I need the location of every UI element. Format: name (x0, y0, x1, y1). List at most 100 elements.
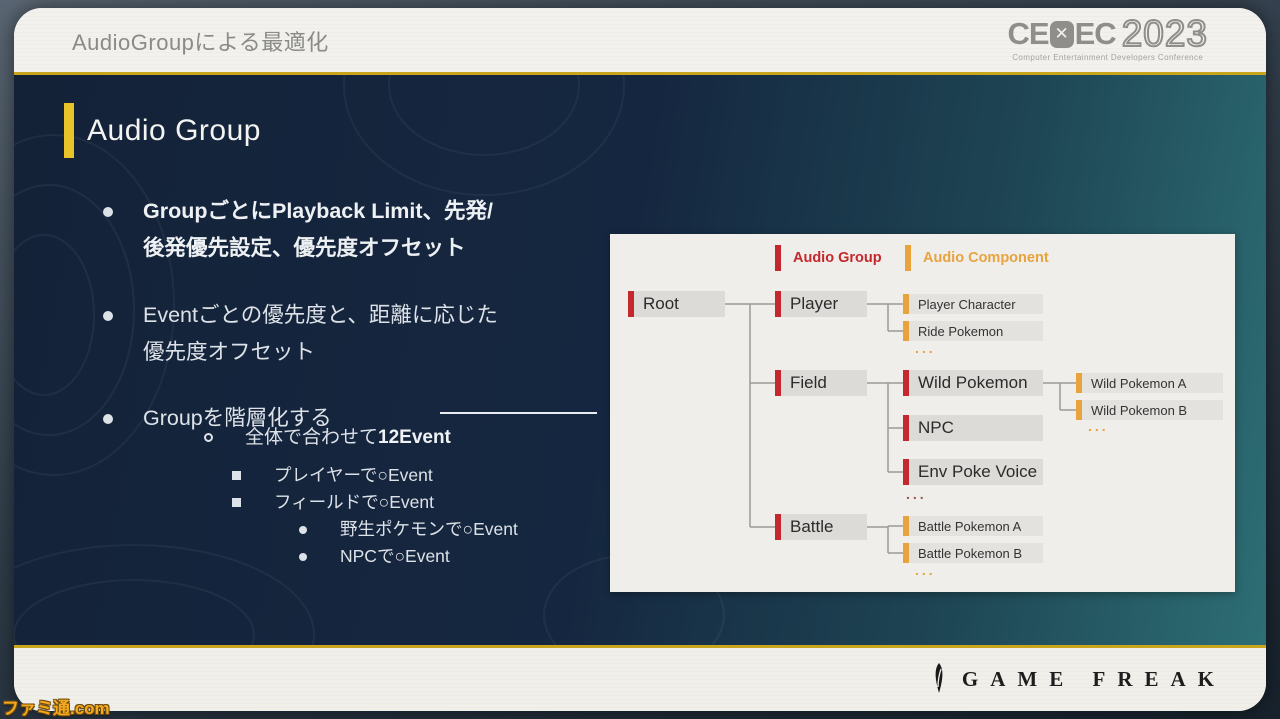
cedec-logo-row: CE ✕ EC 2023 (1007, 13, 1208, 54)
tree-node-battle-pokemon-b: Battle Pokemon B (903, 543, 1043, 563)
node-label: Player (790, 294, 839, 313)
tree-node-npc: NPC (903, 415, 1043, 441)
legend-orange-bar-icon (905, 245, 911, 271)
game-freak-logo-text: GAME FREAK (961, 666, 1226, 691)
group-bar-icon (903, 415, 909, 441)
tree-node-field: Field (775, 370, 867, 396)
bullet-event-priority: Eventごとの優先度と、距離に応じた 優先度オフセット (103, 297, 498, 371)
tree-node-root: Root (628, 291, 725, 317)
component-bar-icon (903, 321, 909, 341)
tree-node-ride-pokemon: Ride Pokemon (903, 321, 1043, 341)
group-bar-icon (903, 370, 909, 396)
famitsu-watermark: ファミ通.com (2, 699, 110, 718)
subbullet-text: 全体で合わせて12Event (245, 421, 451, 454)
bullet-text: Eventごとの優先度と、距離に応じた 優先度オフセット (143, 297, 498, 371)
bullet-line: 優先度オフセット (143, 340, 316, 364)
tree-node-wild-pokemon-a: Wild Pokemon A (1076, 373, 1223, 393)
tree-node-env-poke-voice: Env Poke Voice (903, 459, 1043, 485)
bullet-line: Eventごとの優先度と、距離に応じた (143, 303, 498, 327)
group-bar-icon (903, 459, 909, 485)
tree-node-wild-pokemon: Wild Pokemon (903, 370, 1043, 396)
bullet-line: Groupを階層化する (143, 406, 332, 430)
node-label: Wild Pokemon (918, 373, 1028, 392)
subbullet-text: プレイヤーで○Event (274, 465, 433, 485)
component-bar-icon (1076, 373, 1082, 393)
dot-bullet-icon (299, 526, 307, 534)
component-bar-icon (903, 294, 909, 314)
subbullet-prefix: 全体で合わせて (245, 427, 379, 448)
component-bar-icon (1076, 400, 1082, 420)
node-label: Wild Pokemon A (1091, 375, 1187, 391)
group-bar-icon (775, 514, 781, 540)
contour-background-decoration (14, 75, 725, 645)
bullet-dot-icon (103, 207, 113, 217)
bullet-playback-limit: GroupごとにPlayback Limit、先発/ 後発優先設定、優先度オフセ… (103, 193, 493, 267)
tree-node-battle: Battle (775, 514, 867, 540)
bullet-text: GroupごとにPlayback Limit、先発/ 後発優先設定、優先度オフセ… (143, 193, 493, 267)
slide-content: Audio Group GroupごとにPlayback Limit、先発/ 後… (14, 75, 1266, 645)
cedec-logo-subtitle: Computer Entertainment Developers Confer… (1012, 53, 1204, 62)
bullet-dot-icon (103, 414, 113, 424)
square-bullet-icon (232, 471, 241, 480)
legend-label: Audio Component (923, 250, 1049, 266)
ellipsis-more-components: ... (915, 340, 936, 356)
bullet-group-hierarchy: Groupを階層化する (103, 400, 332, 437)
audio-group-diagram-panel: Audio Group Audio Component Root Player … (610, 234, 1235, 592)
node-label: Env Poke Voice (918, 462, 1038, 481)
node-label: NPC (918, 418, 954, 437)
cedec-logo-year: 2023 (1121, 13, 1208, 54)
subbullet-wild-pokemon-events: 野生ポケモンで○Event (299, 515, 518, 543)
subbullet-text: NPCで○Event (340, 546, 450, 566)
legend-label: Audio Group (793, 250, 882, 266)
cedec-logo-ec: EC (1074, 16, 1117, 51)
tree-node-wild-pokemon-b: Wild Pokemon B (1076, 400, 1223, 420)
node-label: Battle (790, 517, 834, 536)
slide-footer-bar: GAME FREAK (14, 645, 1266, 711)
page-title: Audio Group (87, 114, 261, 147)
tree-node-battle-pokemon-a: Battle Pokemon A (903, 516, 1043, 536)
bullet-dot-icon (103, 311, 113, 321)
ellipsis-more-components: ... (1088, 418, 1109, 434)
bullet-line: GroupごとにPlayback Limit、先発/ (143, 199, 494, 223)
slide-card: AudioGroupによる最適化 CE ✕ EC 2023 Computer E… (14, 8, 1266, 711)
node-label: Field (790, 373, 827, 392)
bullet-line: 後発優先設定、優先度オフセット (143, 236, 466, 260)
tree-node-player-character: Player Character (903, 294, 1043, 314)
game-freak-rocket-icon (935, 663, 943, 693)
ellipsis-more-components: ... (915, 562, 936, 578)
cedec-logo-ce: CE (1007, 16, 1050, 51)
group-bar-icon (775, 370, 781, 396)
subbullet-field-events: フィールドで○Event (232, 488, 434, 516)
pointer-line-to-diagram (440, 412, 597, 414)
subbullet-text: 野生ポケモンで○Event (340, 519, 518, 539)
slide-header-bar: AudioGroupによる最適化 CE ✕ EC 2023 Computer E… (14, 8, 1266, 75)
legend-audio-group: Audio Group (775, 245, 882, 271)
game-freak-logo: GAME FREAK (930, 662, 1226, 696)
subbullet-text: フィールドで○Event (274, 492, 434, 512)
hollow-circle-bullet-icon (204, 433, 213, 442)
node-label: Player Character (918, 296, 1016, 312)
square-bullet-icon (232, 498, 241, 507)
subbullet-bold-count: 12Event (378, 427, 451, 448)
legend-audio-component: Audio Component (905, 245, 1049, 271)
ellipsis-more-groups: ... (906, 486, 927, 502)
node-label: Ride Pokemon (918, 323, 1004, 339)
node-label: Battle Pokemon B (918, 545, 1023, 561)
heading-accent-bar (64, 103, 74, 158)
tree-node-player: Player (775, 291, 867, 317)
node-label: Root (643, 294, 679, 313)
subbullet-total-events: 全体で合わせて12Event (204, 421, 451, 454)
node-label: Battle Pokemon A (918, 518, 1022, 534)
legend-red-bar-icon (775, 245, 781, 271)
cedec-x-icon: ✕ (1049, 20, 1074, 48)
slide-title: AudioGroupによる最適化 (72, 30, 329, 55)
component-bar-icon (903, 543, 909, 563)
node-label: Wild Pokemon B (1091, 402, 1188, 418)
tree-connector-lines (725, 303, 1076, 554)
group-bar-icon (775, 291, 781, 317)
group-bar-icon (628, 291, 634, 317)
subbullet-player-events: プレイヤーで○Event (232, 461, 433, 489)
cedec-2023-logo: CE ✕ EC 2023 Computer Entertainment Deve… (1007, 13, 1208, 62)
subbullet-npc-events: NPCで○Event (299, 542, 450, 570)
dot-bullet-icon (299, 553, 307, 561)
